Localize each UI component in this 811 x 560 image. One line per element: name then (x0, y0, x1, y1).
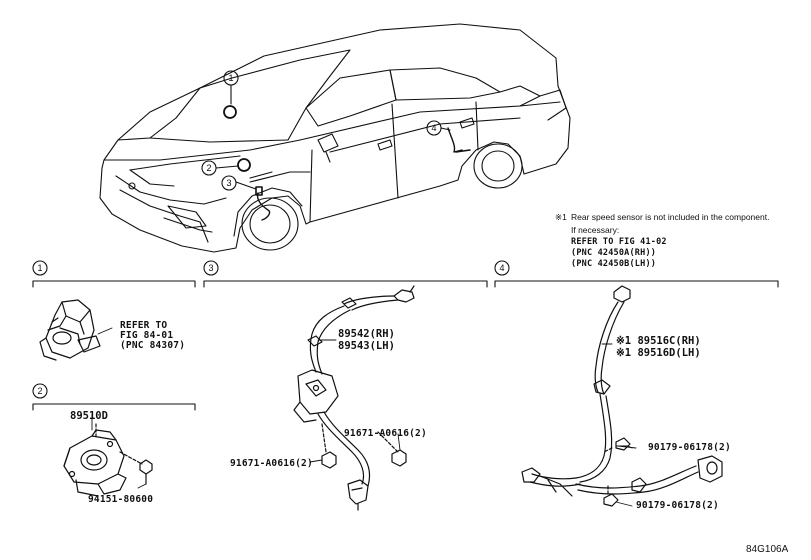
callout-1-car: 1 (228, 73, 234, 83)
callout-3-car: 3 (226, 178, 232, 188)
note-line1: Rear speed sensor is not included in the… (571, 212, 770, 222)
note-line3: REFER TO FIG 41-02 (571, 237, 667, 247)
s4-clip-b: 90179-06178(2) (636, 500, 719, 511)
section3-speed-sensor (293, 285, 415, 511)
section2-sensor (63, 423, 153, 497)
callout-4-car: 4 (431, 123, 437, 133)
s3-part-rh: 89542(RH) (338, 328, 395, 340)
callout-2-section: 2 (37, 386, 43, 396)
s3-part-lh: 89543(LH) (338, 340, 395, 352)
s3-bolt-b: 91671-A0616(2) (344, 428, 427, 439)
callout-1-section: 1 (37, 263, 43, 273)
callout-4-section: 4 (499, 263, 505, 273)
section-brackets (32, 260, 779, 411)
note-line5: (PNC 42450B(LH)) (571, 259, 657, 269)
callout-3-section: 3 (208, 263, 214, 273)
note-line2: If necessary: (571, 225, 620, 235)
s3-bolt-a: 91671-A0616(2) (230, 458, 313, 469)
note-line4: (PNC 42450A(RH)) (571, 248, 657, 258)
s1-ref-line2: FIG 84-01 (120, 330, 174, 341)
s1-ref-line3: (PNC 84307) (120, 340, 186, 351)
s4-part-lh: ※1 89516D(LH) (616, 347, 701, 359)
section4-rear-harness (521, 285, 723, 507)
leader-lines (91, 327, 637, 507)
s4-clip-a: 90179-06178(2) (648, 442, 731, 453)
s2-part-screw: 94151-80600 (88, 494, 154, 505)
car-illustration (99, 23, 571, 253)
figure-id: 84G106A (746, 544, 789, 555)
s2-part-main: 89510D (70, 410, 108, 422)
car-callouts (201, 70, 451, 191)
note-mark: ※1 (555, 212, 567, 222)
callout-2-car: 2 (206, 163, 212, 173)
section1-sensor (39, 299, 101, 361)
s1-ref-line1: REFER TO (120, 320, 168, 331)
s4-part-rh: ※1 89516C(RH) (616, 335, 701, 347)
